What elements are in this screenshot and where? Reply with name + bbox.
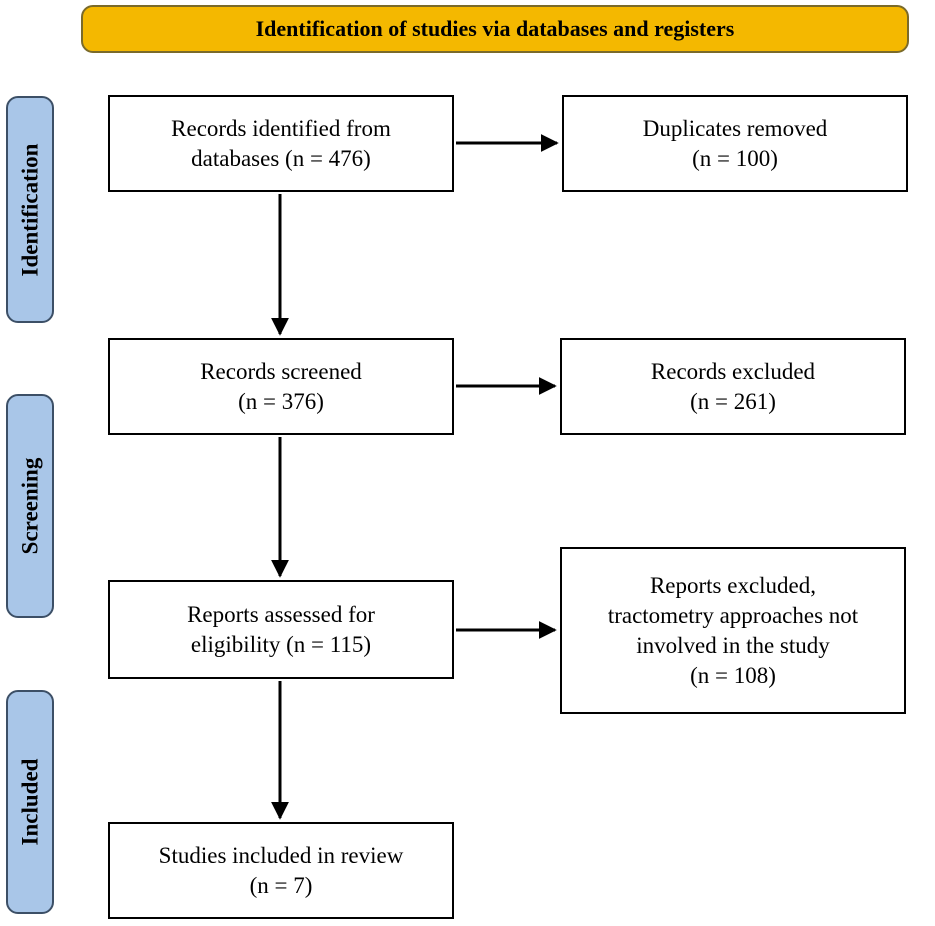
diagram-header-title: Identification of studies via databases … xyxy=(255,16,735,41)
box-records-excluded: Records excluded (n = 261) xyxy=(560,338,906,435)
reports-excluded-line4: (n = 108) xyxy=(690,662,776,688)
reports-excluded-line1: Reports excluded, xyxy=(649,572,817,598)
phase-label-identification: Identification xyxy=(6,96,54,323)
records-screened-line1: Records screened xyxy=(200,358,362,384)
records-identified-line1: Records identified from xyxy=(171,115,391,141)
reports-assessed-line1: Reports assessed for xyxy=(187,601,375,627)
phase-label-included: Included xyxy=(6,690,54,914)
box-records-screened: Records screened (n = 376) xyxy=(108,338,454,435)
reports-assessed-line2: eligibility (n = 115) xyxy=(190,631,372,657)
studies-included-line2: (n = 7) xyxy=(249,872,313,898)
box-studies-included: Studies included in review (n = 7) xyxy=(108,822,454,919)
box-reports-assessed: Reports assessed for eligibility (n = 11… xyxy=(108,580,454,679)
phase-label-screening: Screening xyxy=(6,394,54,618)
records-excluded-line1: Records excluded xyxy=(650,358,816,384)
box-duplicates-removed: Duplicates removed (n = 100) xyxy=(562,95,908,192)
duplicates-removed-line2: (n = 100) xyxy=(692,145,778,171)
reports-excluded-line2: tractometry approaches not xyxy=(607,602,859,628)
box-reports-excluded: Reports excluded, tractometry approaches… xyxy=(560,547,906,714)
records-screened-line2: (n = 376) xyxy=(238,388,324,414)
studies-included-line1: Studies included in review xyxy=(158,842,404,868)
reports-excluded-line3: involved in the study xyxy=(636,632,830,658)
records-identified-line2: databases (n = 476) xyxy=(191,145,371,171)
diagram-header-banner: Identification of studies via databases … xyxy=(81,5,909,53)
duplicates-removed-line1: Duplicates removed xyxy=(642,115,828,141)
records-excluded-line2: (n = 261) xyxy=(690,388,776,414)
box-records-identified: Records identified from databases (n = 4… xyxy=(108,95,454,192)
